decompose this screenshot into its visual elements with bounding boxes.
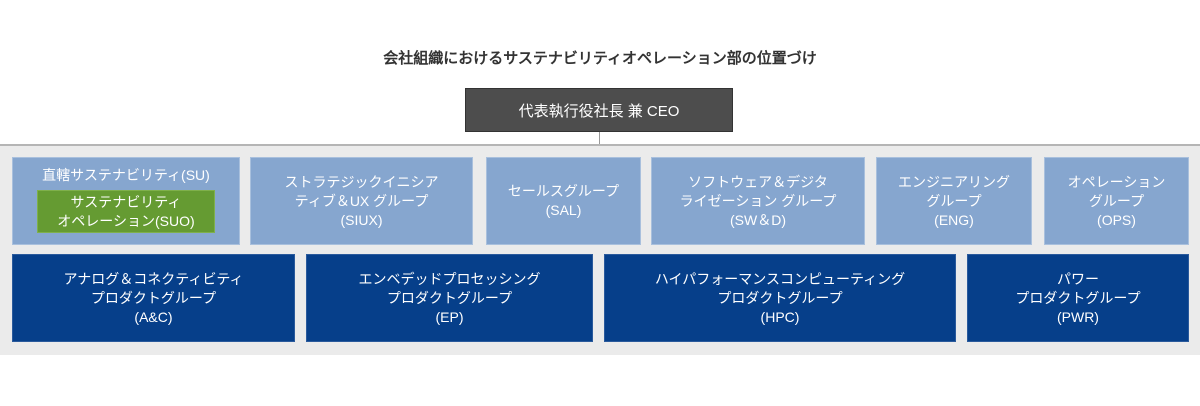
suo-highlight-box: サステナビリティ オペレーション(SUO)	[37, 190, 215, 233]
connector-line	[599, 132, 600, 145]
diagram-title: 会社組織におけるサステナビリティオペレーション部の位置づけ	[383, 50, 817, 67]
group-siux: ストラテジックイニシア ティブ＆UX グループ (SIUX)	[250, 157, 473, 245]
group-sal: セールスグループ (SAL)	[486, 157, 641, 245]
ceo-box: 代表執行役社長 兼 CEO	[465, 88, 733, 132]
group-su-label: 直轄サステナビリティ(SU)	[42, 167, 210, 183]
group-swd: ソフトウェア＆デジタ ライゼーション グループ (SW＆D)	[651, 157, 865, 245]
group-hpc: ハイパフォーマンスコンピューティング プロダクトグループ (HPC)	[604, 254, 956, 342]
group-ops: オペレーション グループ (OPS)	[1044, 157, 1189, 245]
group-pwr: パワー プロダクトグループ (PWR)	[967, 254, 1189, 342]
group-eng: エンジニアリング グループ (ENG)	[876, 157, 1032, 245]
group-ac: アナログ＆コネクティビティ プロダクトグループ (A&C)	[12, 254, 295, 342]
group-ep: エンベデッドプロセッシング プロダクトグループ (EP)	[306, 254, 593, 342]
